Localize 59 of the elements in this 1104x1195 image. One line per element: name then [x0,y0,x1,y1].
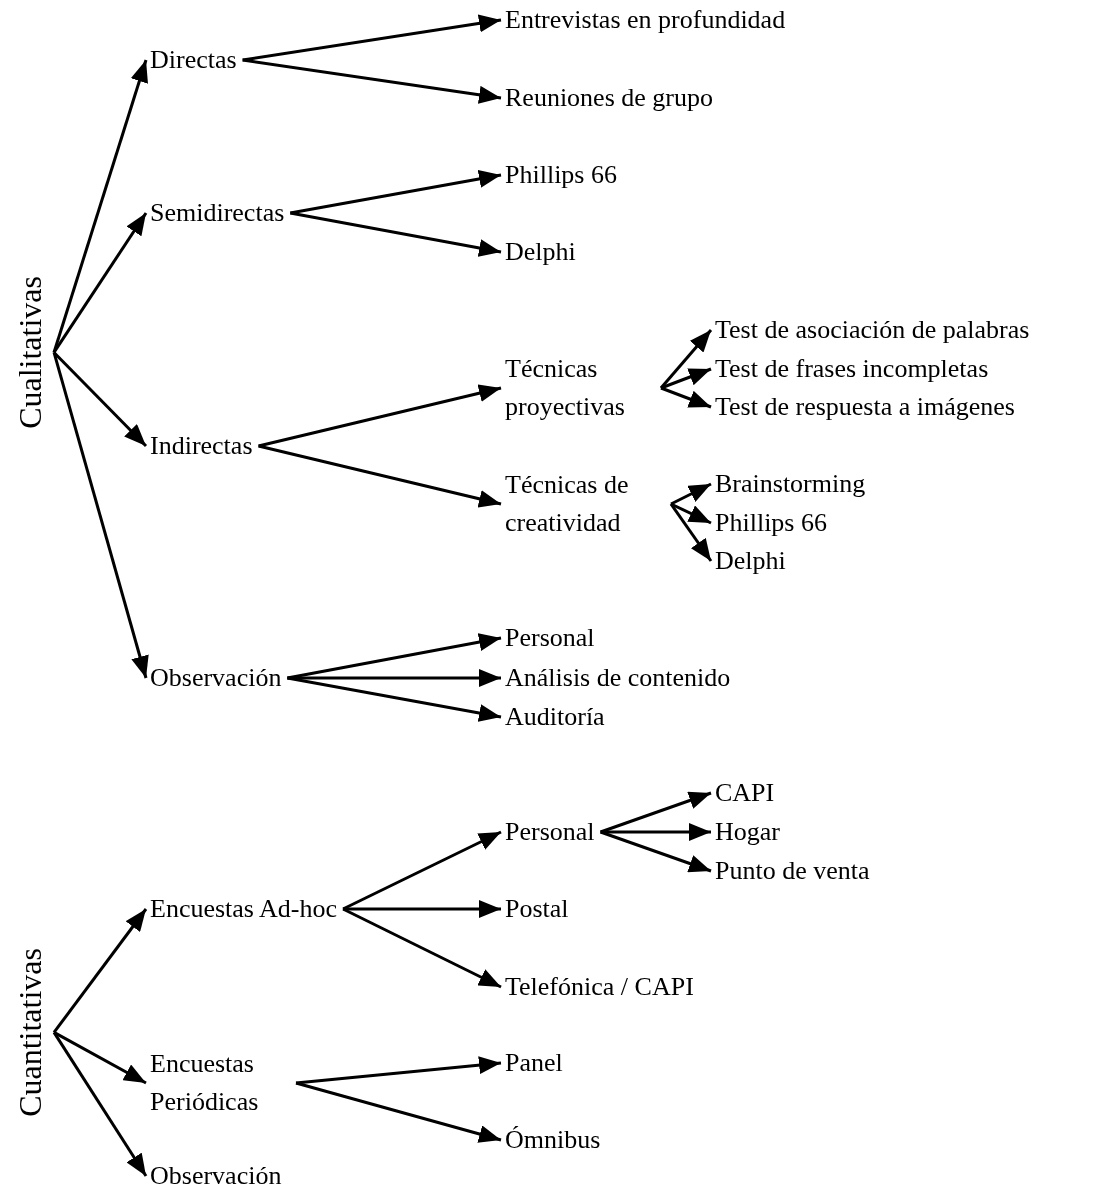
arrow [342,830,502,911]
category-label: Postal [505,893,569,925]
category-label: Observación [150,1160,282,1192]
category-label: Brainstorming [715,468,866,500]
arrow [659,329,713,389]
category-label: Test de respuesta a imágenes [715,391,1015,423]
arrow [295,1081,502,1143]
arrow [242,14,502,62]
arrow [287,676,502,722]
arrow [52,908,148,1034]
arrow [342,907,502,989]
category-label: Test de asociación de palabras [715,314,1030,346]
category-label: Directas [150,44,237,76]
category-label: Personal [505,622,595,654]
category-label: Test de frases incompletas [715,353,989,385]
arrow [600,791,712,834]
arrow [295,1056,502,1085]
category-label: Cuantitativas [12,948,48,1117]
arrow [242,58,502,104]
arrow [52,59,148,353]
arrow [669,503,713,562]
arrow [343,900,501,918]
arrow [52,1031,148,1177]
category-label: Técnicas de creatividad [505,466,665,542]
arrow [52,352,149,679]
category-label: Reuniones de grupo [505,82,713,114]
category-label: Ómnibus [505,1124,601,1156]
arrow [660,367,712,390]
category-label: Panel [505,1047,563,1079]
category-label: Cualitativas [12,276,48,429]
category-label: Punto de venta [715,855,870,887]
category-label: Personal [505,816,595,848]
category-label: Observación [150,662,282,694]
arrow [287,633,502,680]
category-label: Telefónica / CAPI [505,971,694,1003]
category-label: Indirectas [150,430,253,462]
arrow [258,444,502,508]
arrow [290,211,502,257]
arrow [660,386,712,409]
category-label: Semidirectas [150,197,285,229]
arrow [258,384,502,448]
arrow [53,1031,147,1085]
category-label: Delphi [505,236,576,268]
category-label: Entrevistas en profundidad [505,4,786,36]
category-label: Análisis de contenido [505,662,731,694]
arrow [52,212,148,354]
category-label: Técnicas proyectivas [505,350,655,426]
arrow [600,830,712,873]
category-label: CAPI [715,777,775,809]
arrow [670,482,712,506]
category-label: Encuestas Periódicas [150,1045,290,1121]
category-label: Delphi [715,545,786,577]
category-label: Hogar [715,816,780,848]
category-label: Phillips 66 [505,159,617,191]
arrow [670,502,712,525]
category-label: Auditoría [505,701,605,733]
category-label: Encuestas Ad-hoc [150,893,337,925]
category-label: Phillips 66 [715,507,827,539]
arrow [290,170,502,215]
